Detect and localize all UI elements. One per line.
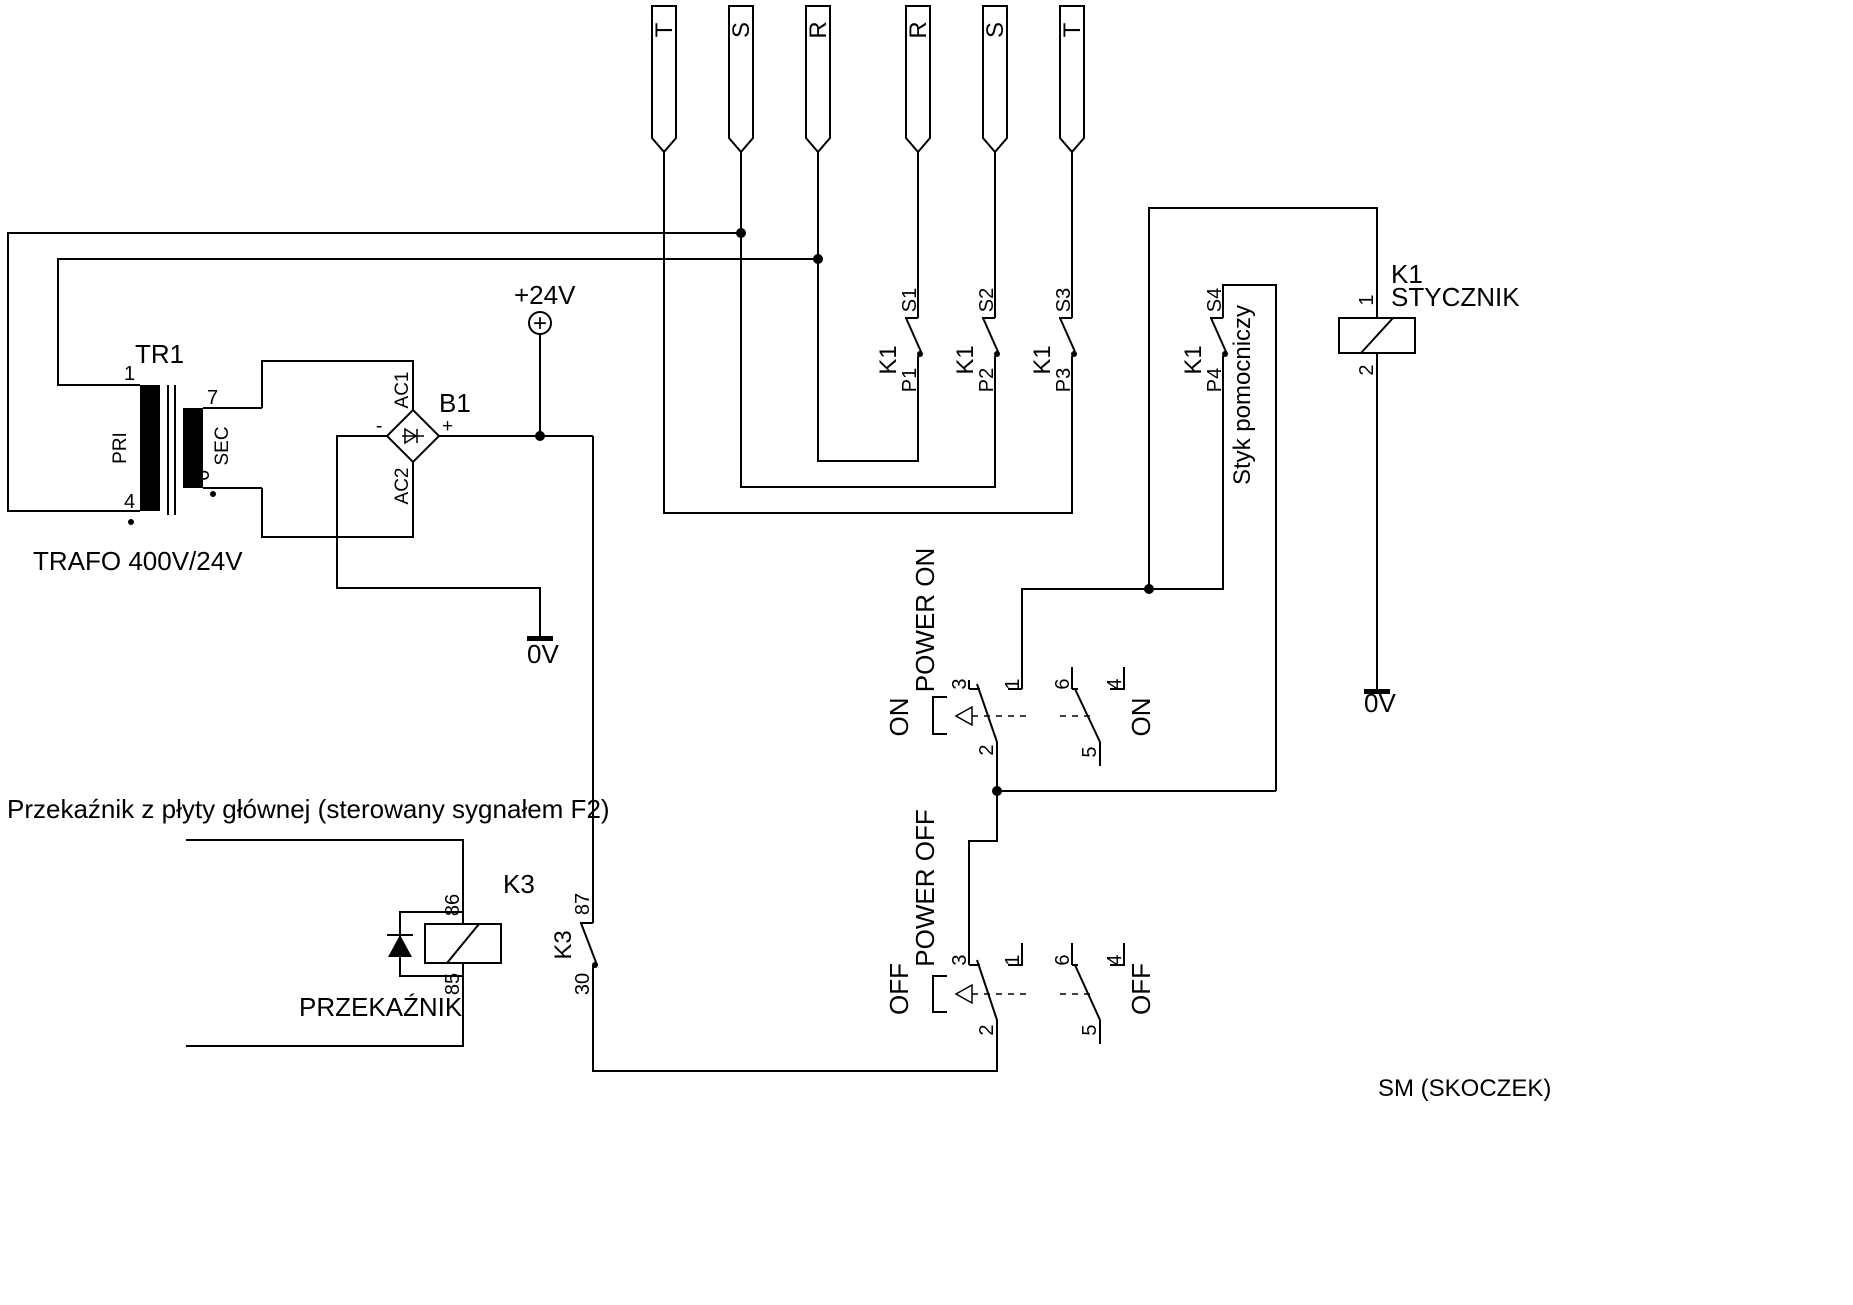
relay-description: Przekaźnik z płyty głównej (sterowany sy…	[7, 794, 610, 824]
svg-text:0V: 0V	[527, 639, 559, 669]
power-off-switch[interactable]: 3 1 2 6 4 5 POWER OFF OFF OFF	[884, 809, 1156, 1044]
k1-contact-1: K1 S1 P1	[875, 288, 923, 392]
svg-text:2: 2	[976, 744, 998, 755]
svg-text:7: 7	[207, 387, 218, 409]
relay-name: PRZEKAŹNIK	[299, 992, 463, 1022]
svg-text:6: 6	[192, 470, 214, 481]
svg-text:6: 6	[1052, 954, 1074, 965]
svg-text:K1: K1	[1180, 345, 1207, 374]
k3-relay-coil: 86 85 K3 PRZEKAŹNIK Przekaźnik z płyty g…	[7, 794, 610, 1047]
svg-text:3: 3	[949, 678, 971, 689]
port-left-t-label: T	[651, 22, 678, 37]
svg-text:86: 86	[442, 894, 464, 916]
svg-text:1: 1	[124, 363, 135, 385]
transformer-ref: TR1	[135, 339, 184, 369]
power-on-switch[interactable]: 3 1 2 6 4 5 POWER ON ON ON	[884, 548, 1156, 766]
svg-text:S1: S1	[899, 288, 921, 312]
supply-24v-label: +24V	[514, 280, 576, 310]
svg-text:K3: K3	[550, 930, 577, 959]
bridge-rectifier-b1: AC1 AC2 - + B1	[261, 360, 593, 636]
port-left-s: S	[728, 5, 755, 154]
svg-text:AC2: AC2	[392, 468, 413, 505]
svg-text:+: +	[442, 416, 453, 437]
svg-text:-: -	[376, 416, 382, 437]
relay-ref: K3	[503, 869, 535, 899]
svg-text:2: 2	[976, 1024, 998, 1035]
svg-text:K1: K1	[875, 345, 902, 374]
junction-dot	[813, 254, 823, 264]
svg-text:1: 1	[1356, 294, 1378, 305]
port-right-r-label: R	[905, 21, 932, 38]
power-off-title: POWER OFF	[910, 809, 940, 966]
supply-24v: + +24V	[514, 280, 576, 441]
transformer-name: TRAFO 400V/24V	[33, 546, 243, 576]
k3-relay-contact: K3 87 30	[550, 893, 998, 1072]
port-right-r: R	[905, 5, 932, 154]
mains-wiring	[7, 152, 1073, 514]
svg-text:OFF: OFF	[1126, 963, 1156, 1015]
svg-text:P2: P2	[976, 368, 998, 392]
k1-contact-2: K1 S2 P2	[952, 288, 1000, 392]
port-right-s: S	[982, 5, 1009, 154]
svg-text:AC1: AC1	[392, 372, 413, 409]
port-left-r-label: R	[805, 21, 832, 38]
svg-text:K1: K1	[952, 345, 979, 374]
svg-text:P3: P3	[1053, 368, 1075, 392]
contactor-ref: K1	[1391, 259, 1423, 289]
svg-text:OFF: OFF	[884, 963, 914, 1015]
power-on-title: POWER ON	[910, 548, 940, 692]
k1-contactor-coil: 1 2 K1 STYCZNIK 0V	[1148, 207, 1520, 718]
svg-text:1: 1	[1002, 954, 1024, 965]
svg-text:S4: S4	[1204, 288, 1226, 312]
svg-text:5: 5	[1079, 746, 1101, 757]
svg-text:+: +	[533, 310, 547, 337]
svg-text:4: 4	[1104, 954, 1126, 965]
svg-text:P4: P4	[1204, 368, 1226, 392]
ground-left: 0V	[527, 636, 559, 669]
port-left-s-label: S	[728, 22, 755, 38]
svg-text:30: 30	[572, 973, 594, 995]
svg-text:3: 3	[949, 954, 971, 965]
svg-text:K1: K1	[1029, 345, 1056, 374]
junction-dot	[736, 228, 746, 238]
svg-text:87: 87	[572, 893, 594, 915]
port-right-s-label: S	[982, 22, 1009, 38]
svg-text:ON: ON	[1126, 698, 1156, 737]
svg-text:4: 4	[124, 491, 135, 513]
port-left-r: R	[805, 5, 832, 154]
svg-text:85: 85	[442, 973, 464, 995]
svg-text:0V: 0V	[1364, 688, 1396, 718]
svg-text:P1: P1	[899, 368, 921, 392]
aux-contact-label: Styk pomocniczy	[1229, 305, 1256, 485]
author-label: SM (SKOCZEK)	[1378, 1075, 1551, 1102]
contactor-name: STYCZNIK	[1391, 282, 1520, 312]
port-right-t: T	[1059, 5, 1086, 154]
port-right-t-label: T	[1059, 22, 1086, 37]
control-wiring	[968, 356, 1276, 965]
svg-text:6: 6	[1052, 678, 1074, 689]
svg-text:SEC: SEC	[212, 426, 233, 465]
svg-text:S3: S3	[1053, 288, 1075, 312]
svg-text:ON: ON	[884, 698, 914, 737]
port-left-t: T	[651, 5, 678, 154]
k1-aux-contact: K1 S4 P4 Styk pomocniczy	[1180, 284, 1277, 791]
svg-text:2: 2	[1356, 364, 1378, 375]
svg-text:5: 5	[1079, 1024, 1101, 1035]
svg-text:S2: S2	[976, 288, 998, 312]
k1-contact-3: K1 S3 P3	[1029, 288, 1077, 392]
svg-text:1: 1	[1002, 678, 1024, 689]
transformer-tr1: TR1 1 4 7 6 PRI SEC TRAFO 400V/24V	[33, 339, 262, 576]
svg-text:PRI: PRI	[110, 432, 131, 464]
svg-text:4: 4	[1104, 678, 1126, 689]
bridge-ref: B1	[439, 388, 471, 418]
